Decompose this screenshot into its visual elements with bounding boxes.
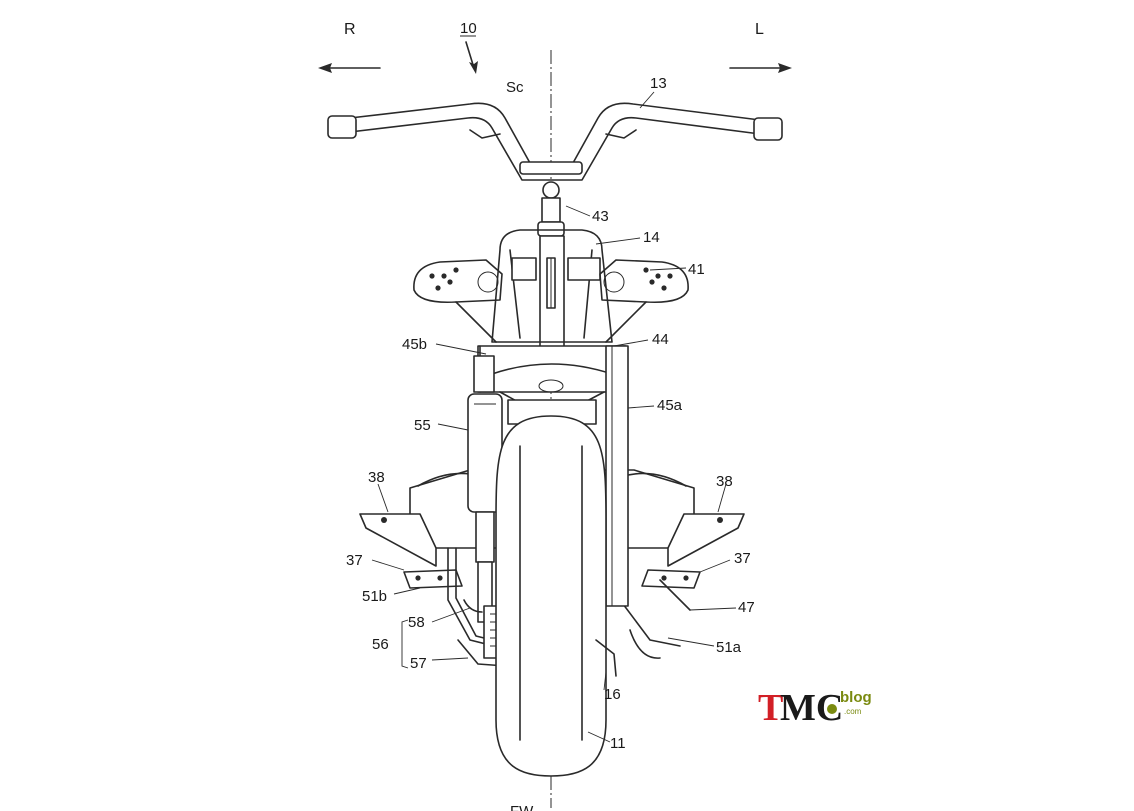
callout-16: 16 — [604, 686, 621, 703]
handlebar — [327, 102, 783, 199]
callout-57: 57 — [410, 655, 427, 672]
callout-13: 13 — [650, 75, 667, 92]
callout-11: 11 — [610, 735, 626, 752]
callout-37-left: 37 — [734, 550, 751, 567]
callout-14: 14 — [643, 229, 660, 246]
callout-45b: 45b — [402, 336, 427, 353]
callout-38-left: 38 — [716, 473, 733, 490]
callout-56: 56 — [372, 636, 389, 653]
steering-column — [537, 197, 565, 357]
right-grip — [327, 115, 357, 139]
left-grip — [753, 117, 783, 141]
front-fender — [595, 639, 617, 677]
leader-lines — [371, 91, 737, 743]
callout-47: 47 — [738, 599, 755, 616]
bracket-left — [567, 257, 601, 281]
label-bottom: FW — [510, 803, 534, 811]
callout-37-right: 37 — [346, 552, 363, 569]
logo-blog-text: blog — [840, 689, 872, 706]
right-mount-plate — [359, 513, 437, 567]
front-frame — [413, 229, 689, 343]
front-wheel — [495, 415, 607, 777]
tmc-blog-logo: T MC blog .com — [758, 687, 872, 726]
direction-arrow-right — [318, 63, 381, 73]
callout-41: 41 — [688, 261, 705, 278]
left-mount-plate — [667, 513, 745, 567]
logo-leaf-icon — [827, 704, 837, 714]
direction-arrow-left — [729, 63, 792, 73]
left-knuckle-plate — [641, 569, 701, 589]
callout-58: 58 — [408, 614, 425, 631]
logo-letter-t: T — [758, 687, 783, 726]
label-vehicle-ref: 10 — [460, 20, 477, 37]
callout-51b: 51b — [362, 588, 387, 605]
callout-55: 55 — [414, 417, 431, 434]
callout-45a: 45a — [657, 397, 683, 414]
handlebar-clamp — [542, 181, 560, 199]
callout-44: 44 — [652, 331, 669, 348]
callout-43: 43 — [592, 208, 609, 225]
label-direction-right: R — [344, 21, 356, 38]
label-centerline: Sc — [506, 79, 524, 96]
bracket-right — [511, 257, 537, 281]
logo-com-text: .com — [844, 707, 862, 716]
suspension-arms — [359, 469, 745, 659]
label-direction-left: L — [755, 21, 764, 38]
callout-38-right: 38 — [368, 469, 385, 486]
callout-51a: 51a — [716, 639, 742, 656]
shock-absorber — [467, 355, 503, 623]
reference-arrow-10 — [460, 35, 478, 74]
right-knuckle-plate — [403, 569, 463, 589]
